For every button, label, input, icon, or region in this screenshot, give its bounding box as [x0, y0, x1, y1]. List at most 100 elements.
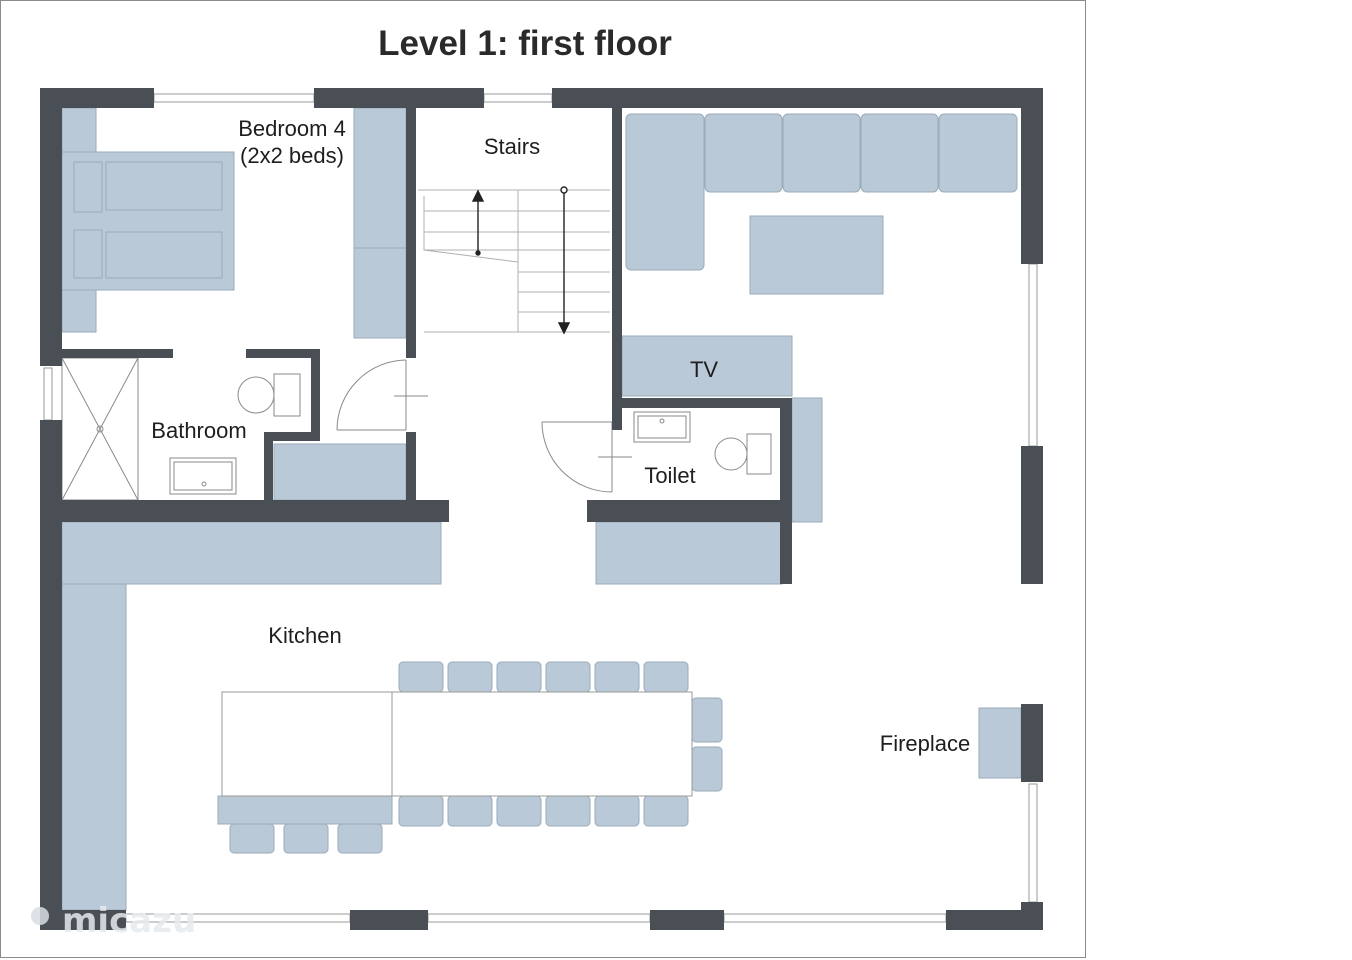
label-bedroom4: Bedroom 4 — [238, 116, 346, 141]
stairs-arrows — [471, 186, 571, 335]
wall-right-fireplace — [1021, 704, 1043, 782]
bathroom-sink — [169, 457, 237, 495]
bathroom-toilet-tank — [273, 373, 301, 417]
wall-stairs-living — [612, 108, 622, 408]
bar-stool-2 — [283, 823, 329, 854]
dining-chair-top-6 — [643, 661, 689, 693]
bar-stool-3 — [337, 823, 383, 854]
dining-chair-top-3 — [496, 661, 542, 693]
shower-drain — [96, 425, 104, 433]
dining-chair-end-1 — [691, 697, 723, 743]
kitchen-island-bar — [217, 795, 393, 825]
watermark-text: micazu — [62, 901, 196, 941]
sofa-corner — [625, 113, 705, 271]
wall-toilet-right — [780, 398, 792, 584]
window-fireplace — [1028, 783, 1038, 903]
stairs-drawing — [418, 189, 610, 333]
bed-blanket-1 — [105, 161, 223, 211]
wall-bath-right — [311, 349, 320, 441]
furniture-group — [61, 107, 1022, 911]
wall-bottom-3 — [650, 910, 724, 930]
dining-chair-top-4 — [545, 661, 591, 693]
wall-bedroom-stairs — [406, 108, 416, 358]
wall-bottom-left — [40, 910, 126, 930]
kitchen-counter-left — [61, 583, 127, 911]
room-labels: Bedroom 4 (2x2 beds) Stairs Bathroom TV … — [151, 116, 970, 756]
label-kitchen: Kitchen — [268, 623, 341, 648]
wall-bath-top-right — [246, 349, 320, 358]
wall-right-upper — [1021, 88, 1043, 264]
dining-chair-bottom-5 — [594, 795, 640, 827]
toilet-bowl — [714, 437, 748, 471]
wall-toilet-top — [612, 398, 792, 408]
fireplace-hearth — [978, 707, 1022, 779]
image-frame — [0, 0, 1086, 958]
label-tv: TV — [690, 357, 718, 382]
bed-blanket-2 — [105, 231, 223, 279]
dining-chair-end-2 — [691, 746, 723, 792]
dining-chair-bottom-4 — [545, 795, 591, 827]
watermark: micazu — [31, 901, 196, 941]
window-kitchen-3 — [723, 913, 947, 923]
dining-chair-bottom-3 — [496, 795, 542, 827]
bathroom-cabinet — [273, 443, 407, 501]
bedroom-wardrobe-right-top — [353, 107, 407, 249]
watermark-logo-icon — [31, 907, 49, 925]
wall-top-right — [552, 88, 1043, 108]
window-stairs — [483, 93, 553, 103]
toilet-door-arc — [541, 421, 613, 493]
wall-toilet-left-stub — [612, 398, 622, 430]
wall-bottom-right — [946, 910, 1043, 930]
toilet-tank — [746, 433, 772, 475]
sofa-seat-4 — [938, 113, 1018, 193]
wall-top-left — [40, 88, 154, 108]
sofa-seat-2 — [782, 113, 861, 193]
wall-bath-cabinet-side — [264, 432, 273, 512]
label-stairs: Stairs — [484, 134, 540, 159]
window-bathroom — [43, 367, 53, 421]
bedroom-door-arc — [336, 359, 407, 431]
wall-left-lower — [40, 420, 62, 930]
wall-kitchen-north — [62, 500, 449, 522]
dining-table — [391, 691, 693, 797]
wall-bath-step — [264, 432, 320, 441]
plan-title: Level 1: first floor — [378, 24, 672, 63]
kitchen-counter-top — [61, 521, 442, 585]
wall-right-mid — [1021, 446, 1043, 584]
label-bedroom4-beds: (2x2 beds) — [240, 143, 344, 168]
wall-bottom-2 — [350, 910, 428, 930]
dining-chair-bottom-6 — [643, 795, 689, 827]
wall-toilet-bottom — [587, 500, 792, 522]
tables-group — [221, 691, 693, 797]
wall-hall-left — [406, 432, 416, 522]
walls — [40, 88, 1043, 930]
label-toilet: Toilet — [644, 463, 695, 488]
bed-pillow-2 — [73, 229, 103, 279]
dining-chair-top-2 — [447, 661, 493, 693]
bar-stool-1 — [229, 823, 275, 854]
dining-chair-bottom-2 — [447, 795, 493, 827]
wall-bath-top-left — [62, 349, 173, 358]
bed-pillow-1 — [73, 161, 103, 213]
dining-chair-bottom-1 — [398, 795, 444, 827]
sofa-seat-1 — [704, 113, 783, 193]
window-kitchen-2 — [427, 913, 651, 923]
label-bathroom: Bathroom — [151, 418, 246, 443]
dining-chair-top-5 — [594, 661, 640, 693]
label-fireplace: Fireplace — [880, 731, 970, 756]
toilet-sink — [633, 411, 691, 443]
kitchen-island — [221, 691, 393, 797]
wall-left-upper — [40, 88, 62, 366]
tv-cabinet — [621, 335, 793, 397]
hall-cabinet — [595, 521, 783, 585]
side-cabinet — [791, 397, 823, 523]
wall-top-mid — [314, 88, 484, 108]
bedroom-wardrobe-right-bottom — [353, 247, 407, 339]
doors — [336, 359, 632, 493]
window-bedroom — [153, 93, 315, 103]
coffee-table — [749, 215, 884, 295]
sofa-seat-3 — [860, 113, 939, 193]
bathroom-toilet-bowl — [237, 376, 275, 414]
